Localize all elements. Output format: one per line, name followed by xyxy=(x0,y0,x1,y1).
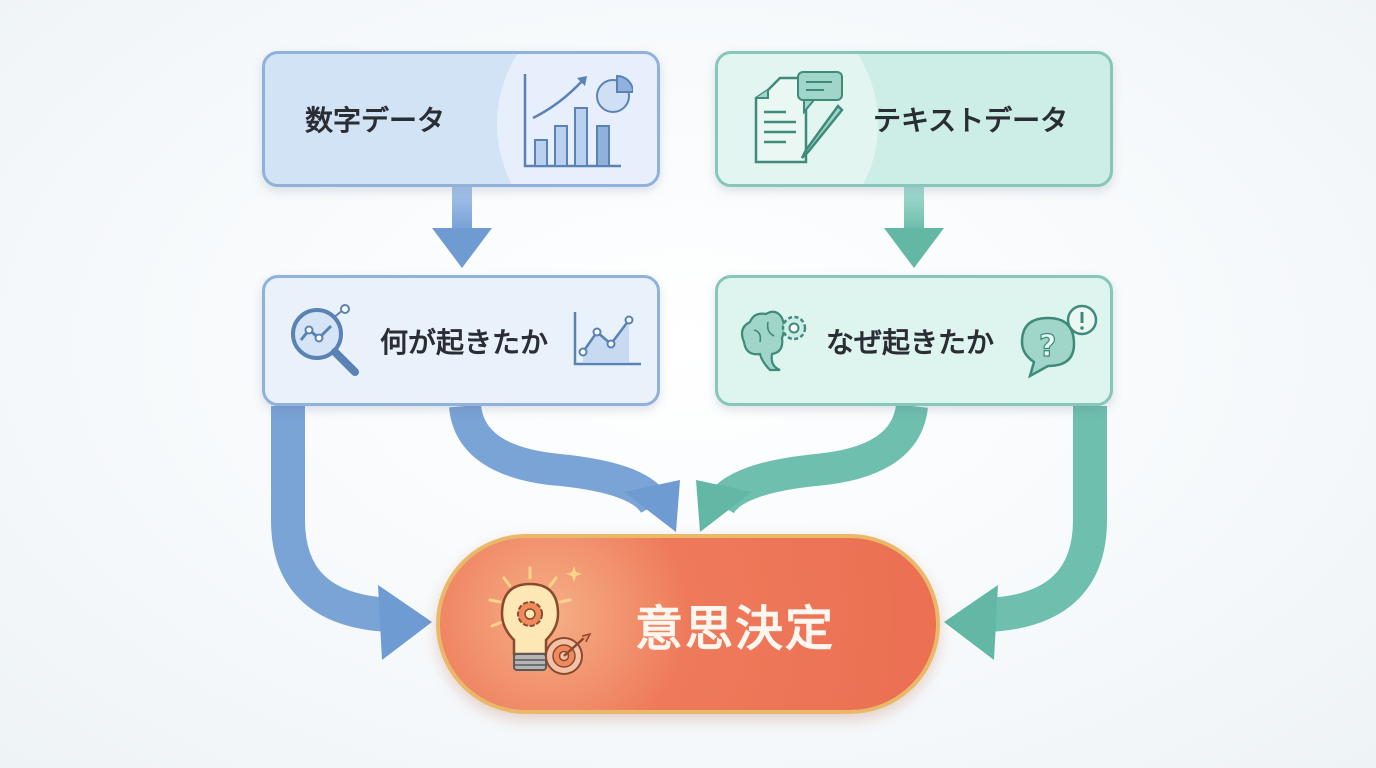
arrow-what-to-decision xyxy=(449,403,680,532)
arrow-numeric-to-what xyxy=(432,187,492,268)
document-with-pen-icon xyxy=(754,71,844,164)
svg-text:?: ? xyxy=(1039,329,1056,364)
lightbulb-target-icon xyxy=(488,566,592,675)
node-text-data: テキストデータ xyxy=(715,51,1113,187)
node-decision: 意思決定 xyxy=(436,534,940,714)
node-why-happened: なぜ起きたか ? xyxy=(715,275,1113,406)
arrow-numeric-to-decision xyxy=(271,406,432,660)
arrow-why-to-decision xyxy=(696,403,928,532)
magnifier-chart-icon xyxy=(291,304,359,376)
node-label: 意思決定 xyxy=(635,601,836,657)
arrow-text-to-decision xyxy=(944,406,1107,660)
line-chart-icon xyxy=(573,312,641,366)
node-what-happened: 何が起きたか xyxy=(262,275,660,406)
question-bubble-icon: ? xyxy=(1020,304,1098,379)
arrow-text-to-why xyxy=(884,187,944,268)
node-label: なぜ起きたか xyxy=(826,325,995,359)
node-label: 何が起きたか xyxy=(380,325,549,359)
brain-gear-icon xyxy=(740,310,807,372)
bar-chart-with-pie-icon xyxy=(523,74,633,168)
node-numeric-data: 数字データ xyxy=(262,51,660,187)
node-label: テキストデータ xyxy=(873,104,1069,137)
node-label: 数字データ xyxy=(305,104,446,137)
